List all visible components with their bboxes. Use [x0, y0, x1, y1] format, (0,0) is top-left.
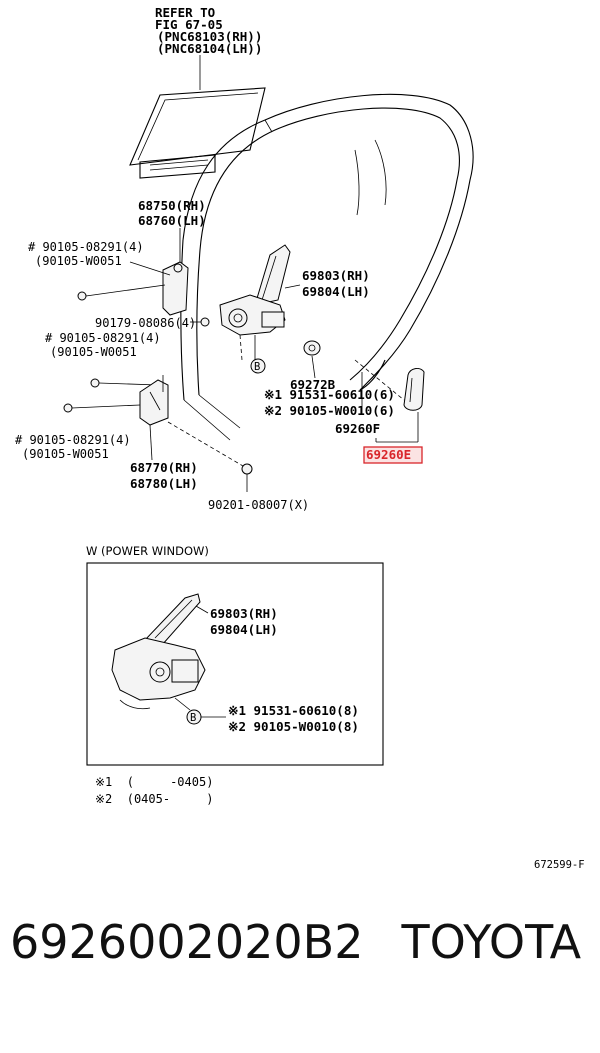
- footer: 6926002020B2 TOYOTA: [10, 915, 590, 985]
- refer-to-note: REFER TO FIG 67-05 (PNC68103(RH)) (PNC68…: [155, 5, 262, 56]
- parts-diagram: REFER TO FIG 67-05 (PNC68103(RH)) (PNC68…: [15, 5, 585, 871]
- label-bolt-1a: # 90105-08291(4): [28, 240, 144, 254]
- door-outline: [180, 93, 474, 441]
- window-handle: 69260F 69260E: [335, 359, 425, 464]
- figure-code: 672599-F: [534, 859, 585, 871]
- inset-frame: [86, 562, 384, 766]
- refer-line-3: (PNC68103(RH)): [157, 29, 262, 44]
- label-90201: 90201-08007(X): [208, 498, 309, 512]
- inset-label-69804: 69804(LH): [210, 622, 278, 637]
- label-68750: 68750(RH): [138, 198, 206, 213]
- power-window-inset: W (POWER WINDOW) 69803(RH) 69804(LH) B ※…: [86, 544, 384, 766]
- inset-label-s1: ※1 91531-60610(8): [228, 703, 359, 718]
- refer-line-1: REFER TO: [155, 5, 215, 20]
- inset-label-69803: 69803(RH): [210, 606, 278, 621]
- brand-name: TOYOTA: [401, 915, 582, 969]
- refer-line-2: FIG 67-05: [155, 17, 223, 32]
- notes: ※1 ( -0405) ※2 (0405- ): [95, 775, 213, 806]
- label-s2: ※2 90105-W0010(6): [264, 403, 395, 418]
- label-bolt-2a: # 90105-08291(4): [45, 331, 161, 345]
- label-69260e: 69260E: [366, 447, 411, 462]
- highlight-69260e-box: [363, 446, 423, 464]
- b-mark: B: [254, 361, 260, 373]
- label-69260f: 69260F: [335, 421, 380, 436]
- door-glass: [129, 55, 266, 179]
- bolt-b-circle: [250, 358, 266, 374]
- label-90179: 90179-08086(4): [95, 316, 196, 330]
- label-68760: 68760(LH): [138, 213, 206, 228]
- rear-channel: # 90105-08291(4) (90105-W0051 # 90105-08…: [15, 331, 198, 491]
- label-69803: 69803(RH): [302, 268, 370, 283]
- label-bolt-2b: (90105-W0051: [50, 345, 137, 359]
- part-number: 6926002020B2: [10, 915, 364, 969]
- washer: 90201-08007(X): [167, 421, 309, 512]
- label-bolt-3b: (90105-W0051: [22, 447, 109, 461]
- label-69272b: 69272B: [290, 377, 336, 392]
- label-bolt-1b: (90105-W0051: [35, 254, 122, 268]
- front-channel: 68750(RH) 68760(LH) # 90105-08291(4) (90…: [28, 198, 206, 316]
- label-69804: 69804(LH): [302, 284, 370, 299]
- inset-title: W (POWER WINDOW): [86, 544, 209, 558]
- label-68770: 68770(RH): [130, 460, 198, 475]
- label-68780: 68780(LH): [130, 476, 198, 491]
- regulator-cap: 69272B: [290, 340, 336, 392]
- note-2: ※2 (0405- ): [95, 792, 213, 806]
- label-bolt-3a: # 90105-08291(4): [15, 433, 131, 447]
- note-1: ※1 ( -0405): [95, 775, 213, 789]
- refer-line-4: (PNC68104(LH)): [157, 41, 262, 56]
- inset-label-s2: ※2 90105-W0010(8): [228, 719, 359, 734]
- inset-b-mark: B: [190, 712, 196, 724]
